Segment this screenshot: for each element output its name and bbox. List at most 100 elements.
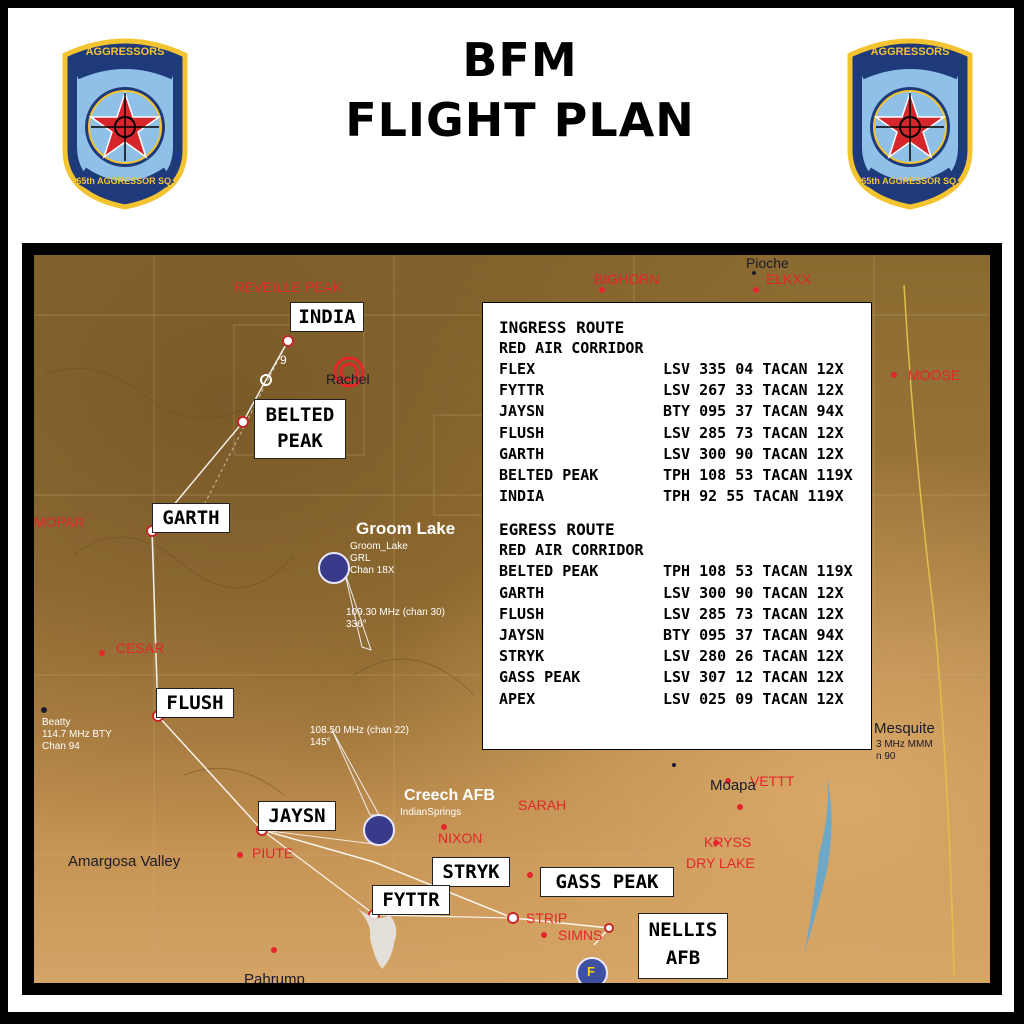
label-reveille-peak: REVEILLE PEAK xyxy=(234,279,343,295)
label-beatty-chan: Chan 94 xyxy=(42,741,80,752)
egress-name: GASS PEAK xyxy=(499,668,581,687)
ingress-row: FLUSH LSV 285 73 TACAN 12X xyxy=(499,423,855,444)
label-mesquite-chan: n 90 xyxy=(876,751,896,762)
label-freq-108-radial: 145° xyxy=(310,737,331,748)
squadron-patch-right-icon xyxy=(847,38,973,210)
egress-tacan: LSV 285 73 TACAN 12X xyxy=(663,604,844,623)
ingress-row: INDIA TPH 92 55 TACAN 119X xyxy=(499,486,855,507)
ingress-name: BELTED PEAK xyxy=(499,466,599,485)
waypoint-belted-peak-line-1: BELTED xyxy=(265,404,335,426)
label-bighorn: BIGHORN xyxy=(594,271,660,287)
waypoint-nellis-afb[interactable]: NELLIS AFB xyxy=(638,913,728,979)
patch-bottom-text-left: 65th AGGRESSOR SQ. xyxy=(76,176,174,186)
label-beatty-freq: 114.7 MHz BTY xyxy=(42,729,112,740)
egress-heading: EGRESS ROUTE xyxy=(499,520,615,540)
waypoint-garth[interactable]: GARTH xyxy=(152,503,230,533)
egress-name: BELTED PEAK xyxy=(499,562,599,581)
creech-airbase-icon[interactable] xyxy=(363,814,395,846)
ingress-row: BELTED PEAK TPH 108 53 TACAN 119X xyxy=(499,465,855,486)
squadron-patch-left-icon xyxy=(62,38,188,210)
ingress-tacan: LSV 300 90 TACAN 12X xyxy=(663,444,844,463)
label-freq-108: 108.50 MHz (chan 22) xyxy=(310,725,409,736)
egress-name: FLUSH xyxy=(499,604,545,623)
ingress-heading: INGRESS ROUTE xyxy=(499,318,625,337)
label-piute: PIUTE xyxy=(252,845,294,861)
label-simns: SIMNS xyxy=(558,927,603,943)
groom-lake-airbase-icon[interactable] xyxy=(318,552,350,584)
ingress-name: INDIA xyxy=(499,487,545,506)
egress-name: JAYSN xyxy=(499,626,545,645)
label-groom-lake: Groom Lake xyxy=(356,519,456,538)
waypoint-belted-peak[interactable]: BELTED PEAK xyxy=(254,399,346,459)
ingress-name: JAYSN xyxy=(499,402,545,421)
egress-row: FLUSH LSV 285 73 TACAN 12X xyxy=(499,604,855,625)
egress-name: STRYK xyxy=(499,647,545,666)
label-rachel: Rachel xyxy=(326,371,370,387)
ingress-row: GARTH LSV 300 90 TACAN 12X xyxy=(499,444,855,465)
waypoint-stryk[interactable]: STRYK xyxy=(432,857,510,887)
ingress-row: FLEX LSV 335 04 TACAN 12X xyxy=(499,359,855,380)
waypoint-nellis-line-1: NELLIS xyxy=(648,919,718,941)
ingress-name: FLUSH xyxy=(499,423,545,442)
label-moapa: Moapa xyxy=(710,777,756,794)
waypoint-belted-peak-line-2: PEAK xyxy=(277,430,323,452)
label-pioche: Pioche xyxy=(746,255,789,271)
label-groom-info-2: GRL xyxy=(350,553,371,564)
ingress-tacan: LSV 267 33 TACAN 12X xyxy=(663,381,844,400)
egress-tacan: LSV 280 26 TACAN 12X xyxy=(663,647,844,666)
route-panel: INGRESS ROUTE RED AIR CORRIDOR FLEX LSV 3… xyxy=(482,302,872,750)
waypoint-nellis-line-2: AFB xyxy=(665,947,701,969)
label-freq-109: 109.30 MHz (chan 30) xyxy=(346,607,445,618)
egress-row: GARTH LSV 300 90 TACAN 12X xyxy=(499,583,855,604)
waypoint-india[interactable]: INDIA xyxy=(290,302,364,332)
label-nine: 9 xyxy=(280,353,287,367)
ingress-tacan: TPH 108 53 TACAN 119X xyxy=(663,466,853,485)
ingress-tacan: LSV 285 73 TACAN 12X xyxy=(663,423,844,442)
waypoint-gass-peak[interactable]: GASS PEAK xyxy=(540,867,674,897)
waypoint-jaysn[interactable]: JAYSN xyxy=(258,801,336,831)
ingress-row: FYTTR LSV 267 33 TACAN 12X xyxy=(499,380,855,401)
label-vettt: VETTT xyxy=(750,773,795,789)
ingress-tacan: TPH 92 55 TACAN 119X xyxy=(663,487,844,506)
egress-row: BELTED PEAK TPH 108 53 TACAN 119X xyxy=(499,561,855,582)
waypoint-fyttr[interactable]: FYTTR xyxy=(372,885,450,915)
patch-top-text-left: AGGRESSORS xyxy=(85,46,165,58)
egress-row: GASS PEAK LSV 307 12 TACAN 12X xyxy=(499,667,855,688)
patch-top-text-right: AGGRESSORS xyxy=(870,46,950,58)
egress-tacan: LSV 025 09 TACAN 12X xyxy=(663,689,844,708)
label-mesquite: Mesquite xyxy=(874,720,935,737)
page-title: BFM FLIGHT PLAN xyxy=(260,30,780,150)
nellis-f-icon: F xyxy=(587,964,595,979)
label-freq-109-radial: 336° xyxy=(346,619,367,630)
label-mopar: MOPAR xyxy=(34,514,85,530)
nellis-airbase-icon[interactable] xyxy=(576,957,608,983)
egress-tacan: LSV 300 90 TACAN 12X xyxy=(663,583,844,602)
ingress-tacan: LSV 335 04 TACAN 12X xyxy=(663,360,844,378)
threat-marker-icon xyxy=(333,356,365,388)
label-sarah: SARAH xyxy=(518,797,567,813)
egress-tacan: LSV 307 12 TACAN 12X xyxy=(663,668,844,687)
ingress-name: FLEX xyxy=(499,360,536,378)
egress-row: STRYK LSV 280 26 TACAN 12X xyxy=(499,646,855,667)
ingress-subheading: RED AIR CORRIDOR xyxy=(499,339,644,357)
ingress-name: GARTH xyxy=(499,444,545,463)
label-groom-info-1: Groom_Lake xyxy=(350,541,408,552)
egress-name: GARTH xyxy=(499,583,545,602)
egress-tacan: TPH 108 53 TACAN 119X xyxy=(663,562,853,581)
label-dry-lake: DRY LAKE xyxy=(686,855,755,871)
label-moose: MOOSE xyxy=(908,367,961,383)
title-line-2: FLIGHT PLAN xyxy=(345,93,695,147)
waypoint-flush[interactable]: FLUSH xyxy=(156,688,234,718)
label-strip: STRIP xyxy=(526,910,568,926)
label-cesar: CESAR xyxy=(116,640,165,656)
label-groom-info-3: Chan 18X xyxy=(350,565,395,576)
label-elkxx: ELKXX xyxy=(766,271,812,287)
label-creech-afb: Creech AFB xyxy=(404,787,495,804)
label-mesquite-freq: 3 MHz MMM xyxy=(876,739,933,750)
label-nixon: NIXON xyxy=(438,830,483,846)
ingress-name: FYTTR xyxy=(499,381,545,400)
label-beatty: Beatty xyxy=(42,717,71,728)
